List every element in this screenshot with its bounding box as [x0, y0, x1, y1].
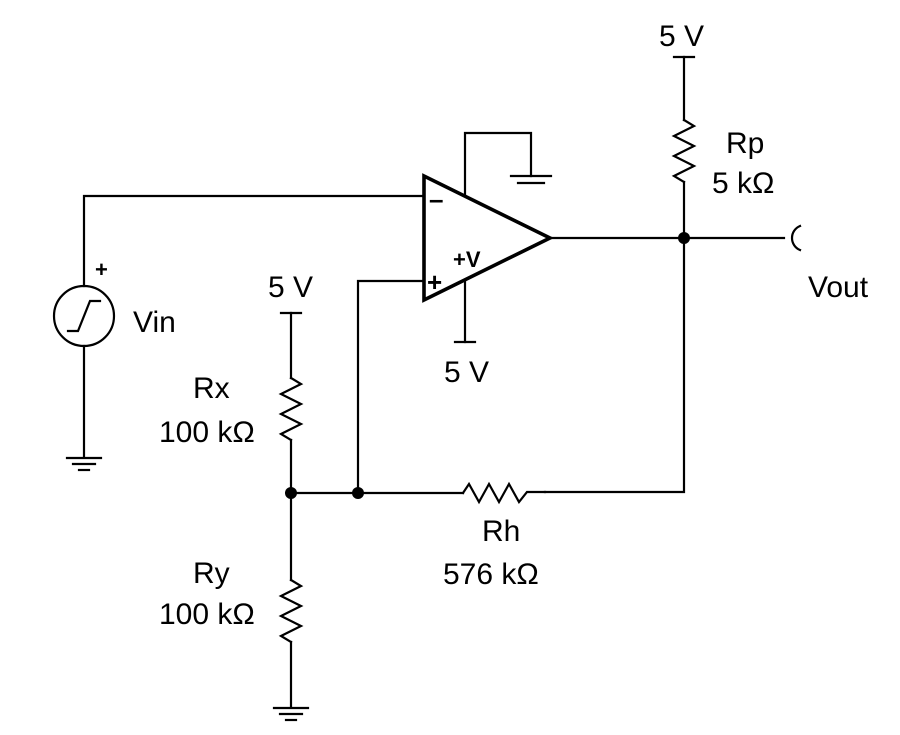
rh-name-label: Rh — [482, 515, 520, 548]
opamp-supply-label: 5 V — [444, 356, 489, 389]
ry-value-label: 100 kΩ — [159, 598, 255, 631]
ry-name-label: Ry — [193, 557, 230, 590]
rp-resistor-icon — [671, 118, 697, 184]
rx-resistor-icon — [278, 376, 304, 442]
vin-label: Vin — [133, 306, 176, 339]
wire-feedback — [543, 236, 686, 494]
opamp-triangle — [422, 173, 555, 303]
rp-name-label: Rp — [726, 127, 764, 160]
opamp-minus-sign: – — [429, 184, 443, 214]
step-symbol-icon — [66, 299, 102, 333]
vin-source: + Vin — [52, 194, 426, 472]
opamp-supply-pin-label: +V — [453, 247, 481, 272]
vin-plus-sign: + — [95, 257, 108, 282]
rh-resistor-icon — [461, 481, 547, 505]
rh-value-label: 576 kΩ — [443, 558, 539, 591]
divider-network: 5 V Rx 100 kΩ Ry 100 kΩ Rh 576 kΩ — [159, 271, 547, 722]
wire-opamp-to-ground — [463, 131, 533, 198]
ground-icon — [509, 174, 553, 185]
opamp: – + +V 5 V — [422, 131, 555, 389]
ry-resistor-icon — [278, 578, 304, 644]
rx-name-label: Rx — [193, 372, 230, 405]
rx-value-label: 100 kΩ — [159, 416, 255, 449]
ground-icon — [272, 706, 310, 722]
rp-supply-label: 5 V — [659, 20, 704, 53]
output-stage: Vout 5 V Rp 5 kΩ — [543, 20, 869, 494]
vout-label: Vout — [808, 271, 869, 304]
rp-value-label: 5 kΩ — [712, 167, 774, 200]
opamp-plus-sign: + — [427, 267, 442, 297]
rx-supply-label: 5 V — [268, 271, 313, 304]
output-terminal-icon — [790, 224, 802, 252]
wire-to-noninverting — [356, 279, 426, 495]
wire-vin-to-inverting — [82, 194, 426, 288]
ground-icon — [65, 456, 103, 472]
